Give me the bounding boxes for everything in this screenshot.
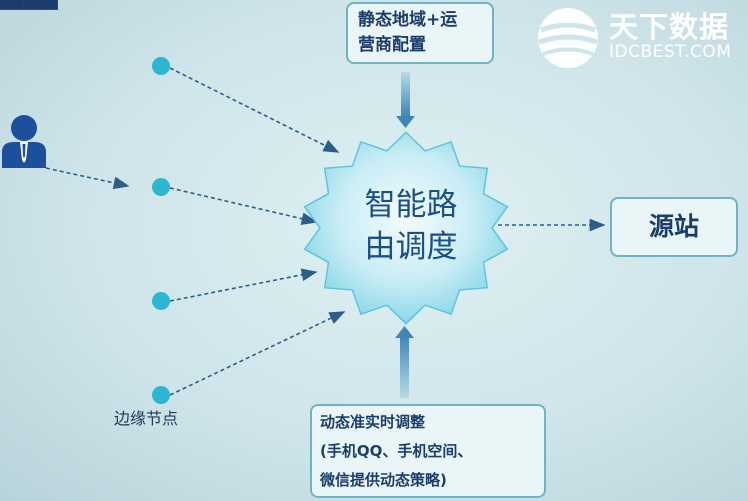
dynamic-adjust-line2: (手机QQ、手机空间、: [320, 442, 473, 460]
static-config-box: 静态地域+运 营商配置: [346, 2, 494, 64]
edge-node: [152, 386, 170, 404]
origin-server-label: 源站: [648, 212, 699, 241]
dynamic-adjust-line1: 动态准实时调整: [320, 413, 426, 431]
cropped-heading-text: ▇▇▇▇▇: [0, 0, 58, 10]
arrow-top-to-hub: [396, 72, 415, 128]
arrow-node3-to-hub: [169, 268, 318, 302]
dynamic-adjust-box: 动态准实时调整 (手机QQ、手机空间、 微信提供动态策略): [310, 404, 546, 498]
edge-node: [152, 57, 170, 75]
user-icon: [2, 115, 46, 168]
hub-label-line2: 由调度: [364, 229, 458, 265]
arrow-user-to-node: [45, 167, 130, 190]
globe-logo-icon: [538, 8, 598, 68]
edge-node: [152, 292, 170, 310]
arrow-bottom-to-hub: [395, 326, 414, 398]
static-config-line1: 静态地域+运: [358, 10, 458, 30]
watermark-logo-en: IDCBEST.COM: [609, 42, 732, 62]
arrow-node4-to-hub: [169, 311, 346, 396]
arrow-node2-to-hub: [169, 187, 318, 225]
edge-node: [152, 178, 170, 196]
connection-arrows: [45, 67, 606, 396]
edge-nodes-label: 边缘节点: [114, 409, 179, 428]
hub-label-line1: 智能路: [364, 187, 458, 223]
routing-hub: [303, 131, 509, 325]
static-config-line2: 营商配置: [358, 35, 426, 55]
hub-starburst-shape: [303, 131, 509, 325]
origin-server-box: 源站: [610, 197, 738, 257]
watermark-logo-cn: 天下数据: [609, 10, 730, 44]
hub-label: 智能路 由调度: [330, 184, 492, 268]
edge-nodes: [152, 57, 170, 404]
dynamic-adjust-line3: 微信提供动态策略): [320, 471, 447, 489]
arrow-node1-to-hub: [169, 67, 340, 153]
